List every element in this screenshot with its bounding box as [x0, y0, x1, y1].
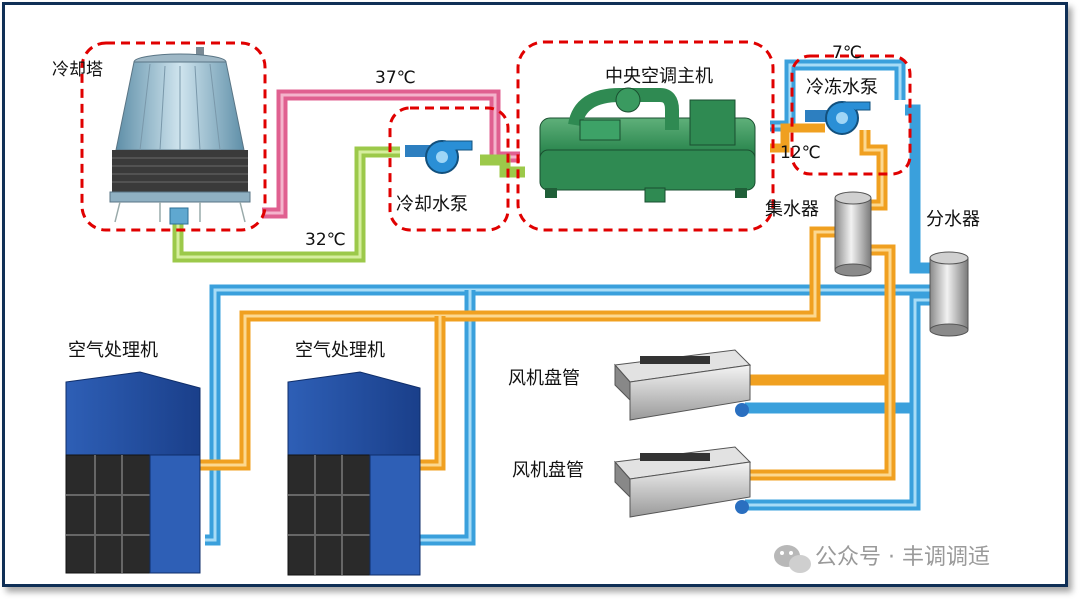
- cooling-tower-label: 冷却塔: [52, 60, 103, 80]
- watermark-text: 公众号 · 丰调调适: [815, 545, 990, 570]
- chilled-pump-icon: [805, 101, 871, 135]
- fan-coil-2-icon: [613, 446, 752, 518]
- chilled-pump-label: 冷冻水泵: [806, 77, 878, 98]
- cooling-pump-icon: [405, 140, 473, 174]
- fan-coil-1-icon: [613, 349, 752, 421]
- air-handler-2-icon: [287, 371, 421, 576]
- highlight-cooling-tower: [80, 41, 267, 232]
- chiller-label: 中央空调主机: [605, 66, 713, 87]
- cooling-pump-label: 冷却水泵: [396, 194, 468, 215]
- fcu-1-label: 风机盘管: [508, 368, 580, 389]
- cooling-tower-icon: [109, 47, 251, 225]
- cooling-water-pipes: [172, 89, 525, 263]
- supply-header-tank-icon: [929, 251, 969, 337]
- return-header-tank-icon: [834, 191, 872, 277]
- fcu-2-label: 风机盘管: [512, 460, 584, 481]
- ahu-1-label: 空气处理机: [68, 340, 158, 361]
- air-handler-1-icon: [65, 371, 201, 574]
- temp-37-label: 37℃: [375, 68, 416, 88]
- highlight-cooling-pump: [388, 106, 510, 232]
- chilled-water-pipes: [170, 59, 935, 546]
- return-header-label: 集水器: [765, 199, 819, 220]
- ahu-2-label: 空气处理机: [295, 340, 385, 361]
- wechat-icon: [774, 545, 811, 573]
- chiller-icon: [539, 87, 756, 203]
- temp-12-label: 12℃: [780, 143, 821, 163]
- temp-7-label: 7℃: [832, 43, 862, 63]
- temp-32-label: 32℃: [305, 230, 346, 250]
- highlight-boxes: [80, 40, 912, 232]
- supply-header-label: 分水器: [926, 209, 980, 230]
- highlight-chilled-pump: [790, 54, 912, 176]
